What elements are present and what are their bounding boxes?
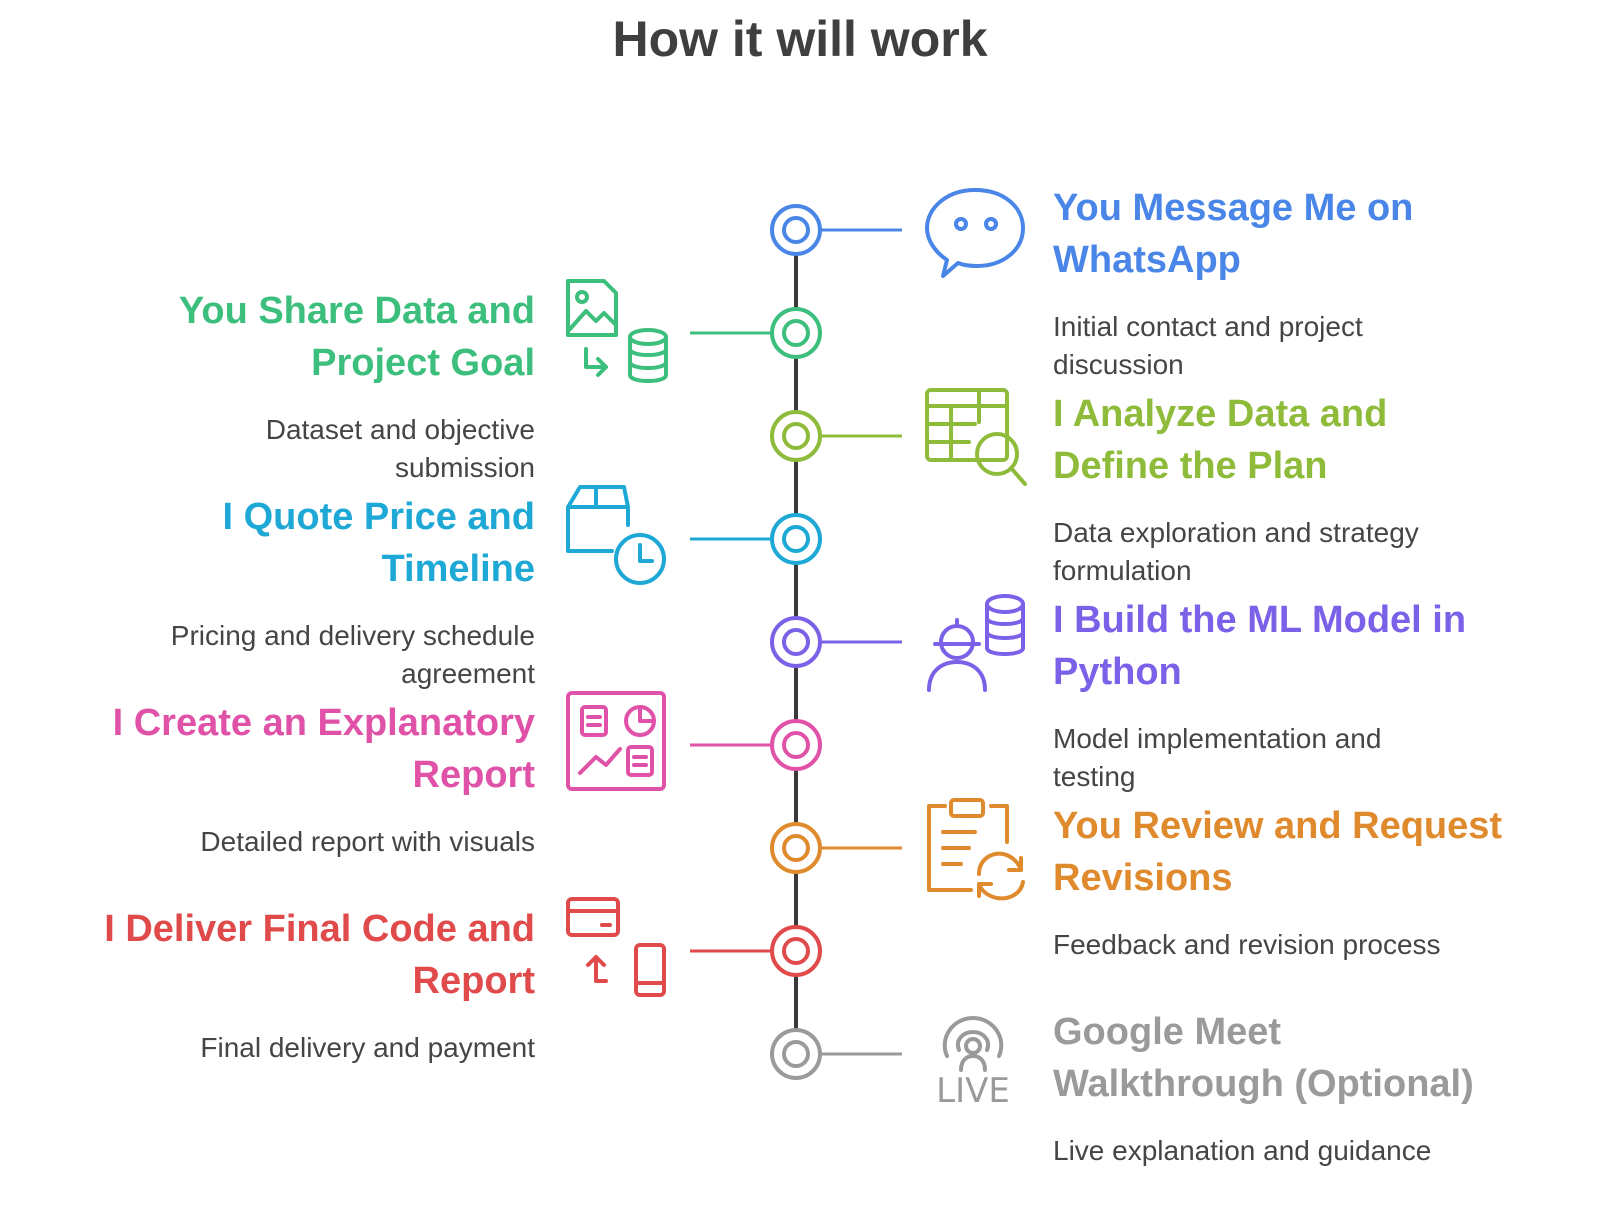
step-node-inner — [782, 525, 810, 553]
step-description-line: Model implementation and — [1053, 723, 1382, 754]
live-label: LIVE — [936, 1071, 1010, 1111]
box-clock-icon — [566, 485, 666, 585]
step-node-inner — [782, 216, 810, 244]
step-heading-line: You Review and Request — [1053, 805, 1503, 847]
step-description: Data exploration and strategy formulation — [1053, 514, 1553, 590]
step-heading-line: Project Goal — [311, 342, 535, 384]
step-heading-line: I Build the ML Model in — [1053, 599, 1467, 641]
step-node-inner — [782, 937, 810, 965]
card-phone-icon — [566, 897, 666, 997]
step-description-line: agreement — [401, 658, 535, 689]
step-heading-line: Revisions — [1053, 857, 1233, 899]
step-node-outer — [770, 410, 822, 462]
step-description-line: Detailed report with visuals — [200, 826, 535, 857]
step-description: Model implementation and testing — [1053, 720, 1553, 796]
step-node-outer — [770, 513, 822, 565]
step-heading-line: Timeline — [381, 548, 535, 590]
step-node-inner — [782, 834, 810, 862]
step-description-line: Initial contact and project — [1053, 311, 1363, 342]
step-heading-line: WhatsApp — [1053, 239, 1241, 281]
page-title: How it will work — [612, 11, 988, 67]
step-node-inner — [782, 628, 810, 656]
step-heading-line: I Deliver Final Code and — [104, 908, 535, 950]
step-heading-line: Walkthrough (Optional) — [1053, 1063, 1474, 1105]
step-node-outer — [770, 925, 822, 977]
step-node-outer — [770, 307, 822, 359]
step-description-line: Data exploration and strategy — [1053, 517, 1419, 548]
step-description-line: Final delivery and payment — [200, 1032, 535, 1063]
step-description-line: Live explanation and guidance — [1053, 1135, 1432, 1166]
table-search-icon — [925, 388, 1027, 486]
step-description-line: formulation — [1053, 555, 1192, 586]
engineer-database-icon — [927, 594, 1025, 692]
image-to-database-icon — [566, 279, 668, 383]
step-node-outer — [770, 822, 822, 874]
step-heading: You Message Me on WhatsApp — [1053, 182, 1583, 286]
step-description-line: testing — [1053, 761, 1136, 792]
chat-bubble-icon — [925, 188, 1025, 278]
step-description-line: Pricing and delivery schedule — [170, 620, 535, 651]
step-description: Detailed report with visuals — [20, 823, 535, 861]
step-node-outer — [770, 204, 822, 256]
step-description: Pricing and delivery schedule agreement — [20, 617, 535, 693]
dashboard-report-icon — [566, 691, 666, 791]
step-node-outer — [770, 616, 822, 668]
step-node-outer — [770, 1028, 822, 1080]
step-node-outer — [770, 719, 822, 771]
step-node-inner — [782, 1040, 810, 1068]
step-description-line: discussion — [1053, 349, 1184, 380]
step-heading-line: Report — [412, 754, 535, 796]
step-heading-line: I Quote Price and — [222, 496, 535, 538]
step-description-line: submission — [394, 452, 535, 483]
step-node-inner — [782, 731, 810, 759]
live-broadcast-icon: LIVE — [936, 1016, 1010, 1111]
step-heading-line: Report — [412, 960, 535, 1002]
step-node-inner — [782, 319, 810, 347]
step-heading-line: You Share Data and — [178, 290, 535, 332]
step-description-line: Dataset and objective — [265, 414, 535, 445]
step-description: Live explanation and guidance — [1053, 1132, 1553, 1170]
step-description: Initial contact and project discussion — [1053, 308, 1553, 384]
step-description: Final delivery and payment — [20, 1029, 535, 1067]
step-heading-line: Define the Plan — [1053, 445, 1328, 487]
step-description: Feedback and revision process — [1053, 926, 1553, 964]
clipboard-refresh-icon — [927, 798, 1025, 901]
step-heading-line: I Analyze Data and — [1053, 393, 1388, 435]
step-node-inner — [782, 422, 810, 450]
step-heading-line: Python — [1053, 651, 1182, 693]
step-heading-line: I Create an Explanatory — [112, 702, 535, 744]
step-heading: I Build the ML Model in Python — [1053, 594, 1583, 698]
step-heading-line: Google Meet — [1053, 1011, 1282, 1053]
step-heading-line: You Message Me on — [1053, 187, 1414, 229]
step-description: Dataset and objective submission — [20, 411, 535, 487]
step-description-line: Feedback and revision process — [1053, 929, 1441, 960]
